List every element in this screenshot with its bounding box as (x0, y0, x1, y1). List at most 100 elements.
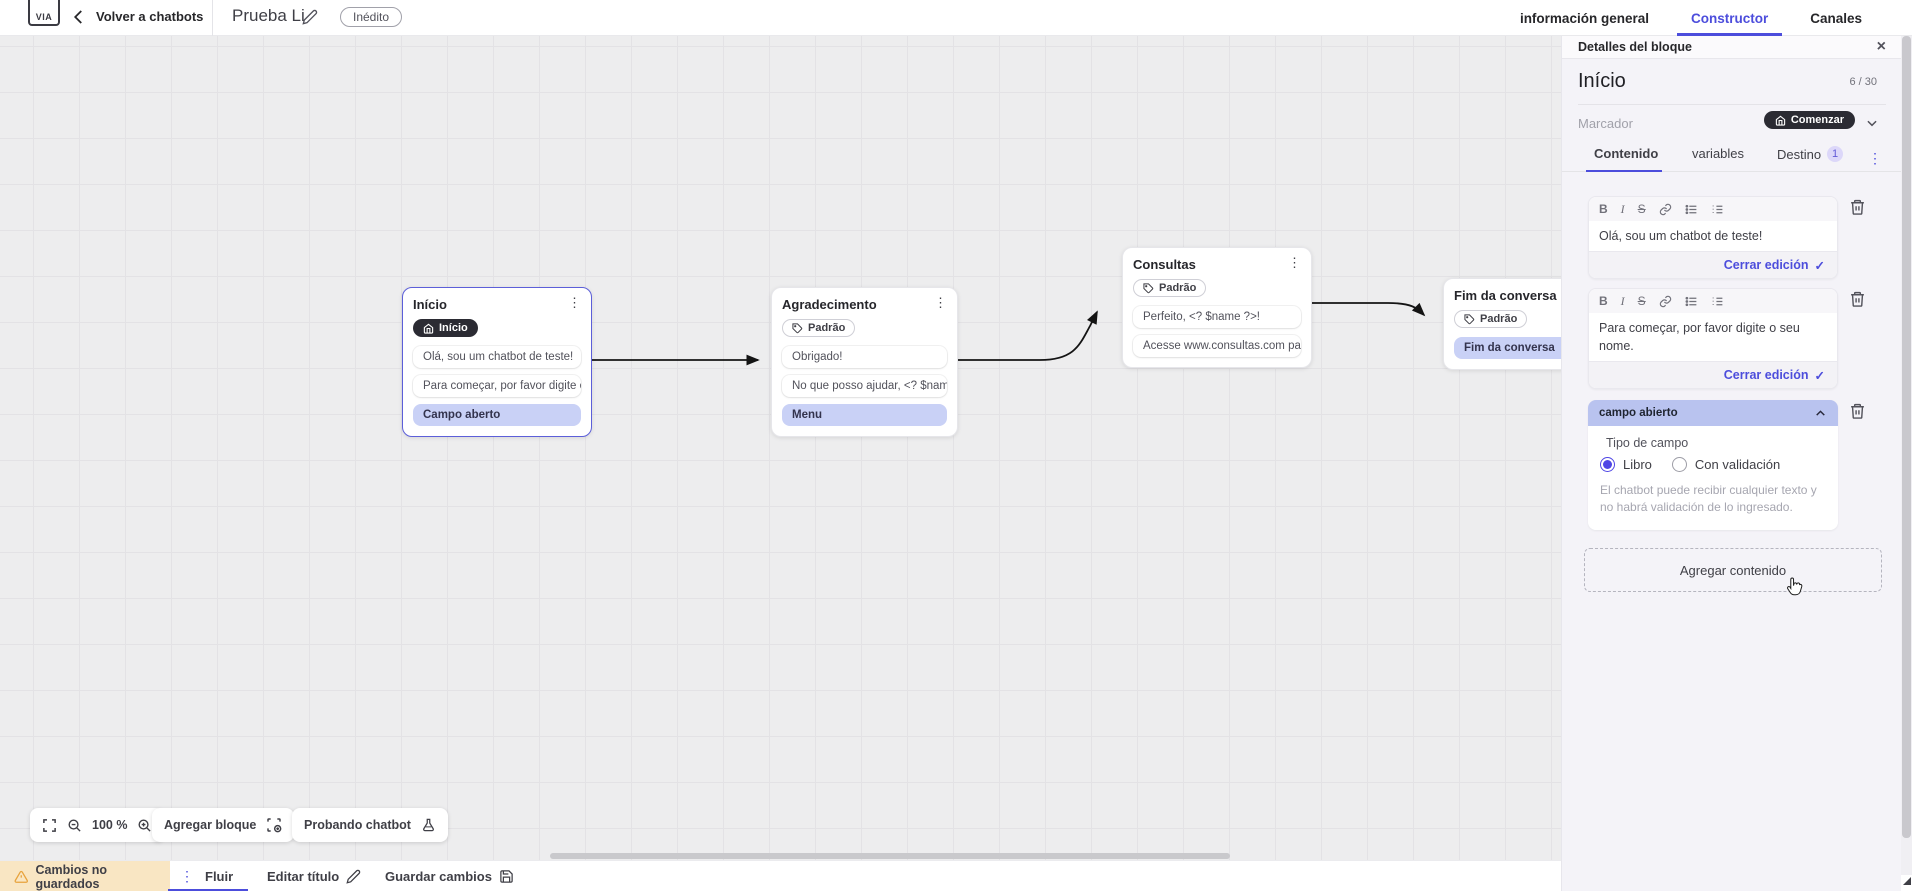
node-open-field-row[interactable]: Campo aberto (413, 403, 581, 426)
tab-constructor[interactable]: Constructor (1676, 0, 1783, 36)
add-block-button[interactable]: Agregar bloque (152, 808, 295, 842)
node-badge-inicio[interactable]: Início (413, 319, 478, 337)
strikethrough-icon[interactable]: S (1637, 202, 1646, 216)
horizontal-scrollbar[interactable] (550, 853, 1230, 859)
marker-value-pill[interactable]: Comenzar (1763, 111, 1855, 129)
bullet-list-icon[interactable] (1685, 203, 1698, 216)
node-message-row[interactable]: No que posso ajudar, <? $name ... (782, 374, 947, 397)
tab-informacion-general[interactable]: información general (1519, 10, 1649, 26)
radio-option-libre[interactable]: Libro (1600, 457, 1652, 472)
edit-title-pencil-icon[interactable] (302, 9, 318, 25)
node-menu-icon[interactable]: ⋮ (1288, 255, 1301, 270)
node-inicio[interactable]: Início ⋮ Início Olá, sou um chatbot de t… (402, 287, 592, 437)
home-icon (423, 323, 434, 334)
node-end-row[interactable]: Fim da conversa (1454, 336, 1561, 359)
strikethrough-icon[interactable]: S (1637, 294, 1646, 308)
header-divider (212, 0, 213, 36)
warning-triangle-icon (14, 870, 28, 883)
message-text-input[interactable]: Olá, sou um chatbot de teste! (1589, 221, 1837, 252)
ordered-list-icon[interactable] (1711, 203, 1724, 216)
node-message-row[interactable]: Para começar, por favor digite o ... (413, 374, 581, 397)
node-badge-padrao[interactable]: Padrão (1454, 310, 1528, 328)
chevron-down-icon[interactable] (1865, 116, 1879, 130)
content-menu-icon[interactable]: ⋮ (1868, 150, 1882, 166)
check-icon: ✓ (1814, 368, 1825, 383)
node-menu-icon[interactable]: ⋮ (568, 295, 581, 310)
close-edit-button[interactable]: Cerrar edición ✓ (1589, 361, 1837, 389)
bottom-bar: Cambios no guardados ⋮ Fluir Editar títu… (0, 860, 1561, 891)
radio-option-con-validacion[interactable]: Con validación (1671, 457, 1780, 472)
tab-destino[interactable]: Destino 1 (1777, 146, 1844, 162)
close-panel-icon[interactable]: × (1876, 38, 1886, 55)
vertical-scrollbar-thumb[interactable] (1902, 36, 1911, 838)
node-menu-icon[interactable]: ⋮ (934, 295, 947, 310)
wire-agradecimento-consultas (957, 310, 1098, 361)
panel-titlebar: Detalles del bloque × (1562, 36, 1902, 59)
test-chatbot-button[interactable]: Probando chatbot (292, 808, 448, 842)
trash-icon[interactable] (1849, 198, 1866, 216)
edit-title-button[interactable]: Editar título (267, 869, 361, 884)
back-chevron-icon[interactable] (70, 8, 88, 26)
zoom-controls: 100 % (30, 808, 165, 842)
tab-canales[interactable]: Canales (1810, 10, 1862, 26)
fullscreen-icon[interactable] (42, 818, 57, 833)
flow-menu-icon[interactable]: ⋮ (180, 868, 194, 884)
marker-label: Marcador (1578, 116, 1633, 131)
tab-contenido[interactable]: Contenido (1594, 146, 1659, 161)
node-title: Início (413, 297, 447, 312)
chevron-up-icon[interactable] (1814, 407, 1827, 420)
message-text-input[interactable]: Para começar, por favor digite o seu nom… (1589, 313, 1837, 362)
back-to-chatbots-link[interactable]: Volver a chatbots (96, 9, 204, 24)
italic-icon[interactable]: I (1620, 294, 1625, 308)
trash-icon[interactable] (1849, 402, 1866, 420)
node-badge-padrao[interactable]: Padrão (782, 319, 856, 337)
add-content-button[interactable]: Agregar contenido (1584, 548, 1882, 592)
bold-icon[interactable]: B (1599, 294, 1608, 308)
zoom-in-icon[interactable] (137, 818, 152, 833)
richtext-toolbar: B I S (1589, 289, 1837, 313)
check-icon: ✓ (1814, 258, 1825, 273)
home-icon (1775, 115, 1785, 126)
node-menu-row[interactable]: Menu (782, 403, 947, 426)
tag-icon (792, 322, 803, 333)
radio-selected-icon[interactable] (1600, 457, 1615, 472)
node-agradecimento[interactable]: Agradecimento ⋮ Padrão Obrigado! No que … (771, 287, 958, 437)
panel-tabs: Contenido variables Destino 1 ⋮ (1562, 142, 1902, 172)
radio-unselected-icon[interactable] (1671, 457, 1687, 472)
unsaved-changes-warning: Cambios no guardados (0, 861, 170, 891)
top-nav-tabs: información general Constructor Canales (1514, 0, 1868, 36)
bullet-list-icon[interactable] (1685, 295, 1698, 308)
add-block-icon (267, 818, 282, 833)
ordered-list-icon[interactable] (1711, 295, 1724, 308)
open-field-header[interactable]: campo abierto (1588, 400, 1838, 426)
node-consultas[interactable]: Consultas ⋮ Padrão Perfeito, <? $name ?>… (1122, 247, 1312, 368)
node-message-row[interactable]: Olá, sou um chatbot de teste! (413, 345, 581, 368)
zoom-level: 100 % (92, 818, 128, 832)
save-icon (500, 870, 513, 883)
zoom-out-icon[interactable] (67, 818, 82, 833)
close-edit-button[interactable]: Cerrar edición ✓ (1589, 251, 1837, 279)
trash-icon[interactable] (1849, 290, 1866, 308)
node-message-row[interactable]: Acesse www.consultas.com par... (1133, 334, 1301, 357)
link-icon[interactable] (1659, 295, 1672, 308)
node-title: Fim da conversa (1454, 288, 1557, 303)
field-type-label: Tipo de campo (1606, 436, 1689, 450)
italic-icon[interactable]: I (1620, 202, 1625, 216)
link-icon[interactable] (1659, 203, 1672, 216)
tab-variables[interactable]: variables (1692, 146, 1745, 161)
node-badge-padrao[interactable]: Padrão (1133, 279, 1207, 297)
flow-canvas[interactable]: Início ⋮ Início Olá, sou um chatbot de t… (0, 36, 1561, 860)
app-logo[interactable]: VIA (28, 0, 60, 26)
bold-icon[interactable]: B (1599, 202, 1608, 216)
save-changes-button[interactable]: Guardar cambios (385, 869, 514, 884)
node-fim-da-conversa[interactable]: Fim da conversa ⋮ Padrão Fim da conversa (1443, 278, 1561, 370)
tab-fluir[interactable]: Fluir (205, 869, 234, 884)
node-message-row[interactable]: Perfeito, <? $name ?>! (1133, 305, 1301, 328)
node-title: Agradecimento (782, 297, 877, 312)
tag-icon (1143, 282, 1154, 293)
block-name-field[interactable]: Início (1578, 70, 1626, 92)
open-field-body: Tipo de campo Libro Con validación El ch… (1588, 426, 1838, 530)
node-message-row[interactable]: Obrigado! (782, 345, 947, 368)
field-help-text: El chatbot puede recibir cualquier texto… (1600, 483, 1817, 515)
